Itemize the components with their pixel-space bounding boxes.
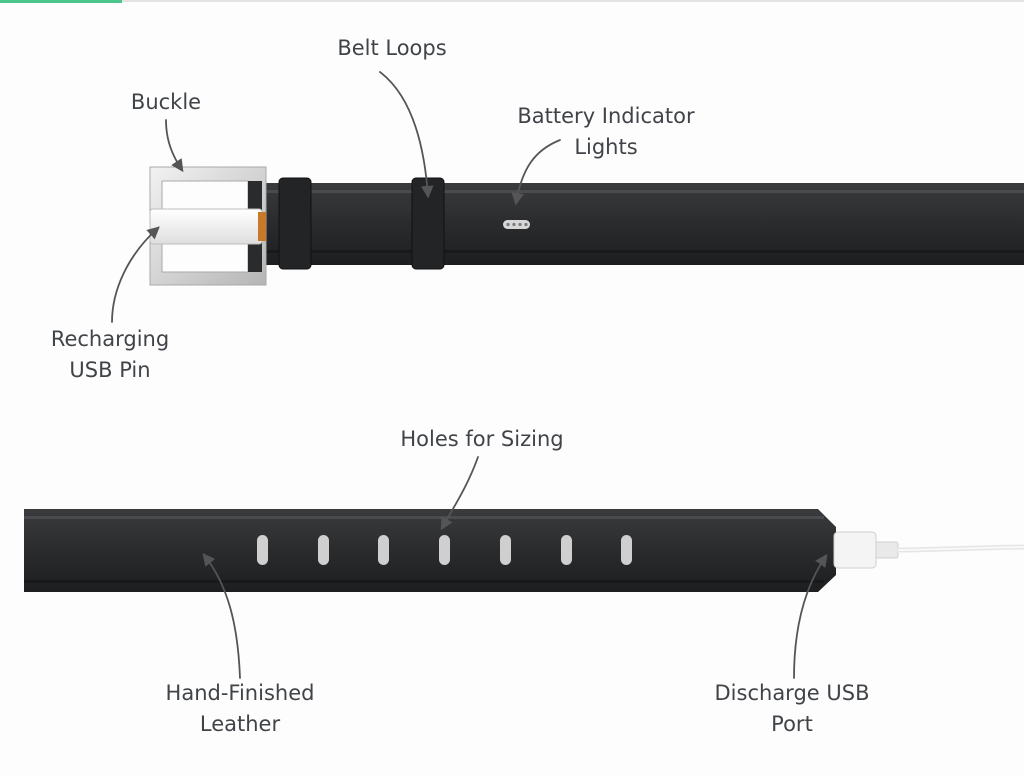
sizing-holes <box>257 535 632 565</box>
arrow-holes-sizing <box>440 456 479 531</box>
label-discharge-line2: Port <box>771 712 813 736</box>
top-belt-strap-shadow <box>258 250 1024 253</box>
label-holes-sizing: Holes for Sizing <box>372 424 592 455</box>
top-divider <box>0 0 1024 2</box>
label-battery-line2: Lights <box>574 135 638 159</box>
label-battery-indicator: Battery Indicator Lights <box>490 101 722 163</box>
label-holes-text: Holes for Sizing <box>400 427 564 451</box>
callout-arrows <box>111 71 828 679</box>
top-belt <box>149 166 1024 286</box>
arrow-buckle <box>165 119 184 173</box>
label-battery-line1: Battery Indicator <box>517 104 695 128</box>
recharging-usb-pin <box>149 208 266 245</box>
label-leather-line1: Hand-Finished <box>165 681 315 705</box>
bottom-belt-strap <box>24 509 836 592</box>
top-belt-strap-highlight <box>258 190 1024 193</box>
sizing-hole <box>500 535 511 565</box>
sizing-hole <box>257 535 268 565</box>
label-leather-line2: Leather <box>199 712 281 736</box>
belt-loop-2 <box>411 177 445 270</box>
label-discharge-line1: Discharge USB <box>714 681 870 705</box>
usb-cable <box>833 531 1024 569</box>
bottom-belt-shadow <box>24 580 824 583</box>
top-accent-bar <box>0 0 122 3</box>
arrow-belt-loops <box>379 71 434 199</box>
battery-indicator-lights <box>503 220 530 229</box>
label-belt-loops: Belt Loops <box>322 33 462 64</box>
belt-loop-1 <box>278 177 312 270</box>
sizing-hole <box>561 535 572 565</box>
arrow-leather <box>202 553 241 679</box>
label-recharging-usb-pin: Recharging USB Pin <box>30 324 190 386</box>
arrow-usb-port <box>793 553 828 679</box>
sizing-hole <box>439 535 450 565</box>
sizing-hole <box>378 535 389 565</box>
sizing-hole <box>621 535 632 565</box>
arrow-battery-lights <box>511 139 561 206</box>
label-buckle-text: Buckle <box>130 90 202 114</box>
label-discharge-usb-port: Discharge USB Port <box>690 678 894 740</box>
label-buckle: Buckle <box>106 87 226 118</box>
bottom-belt <box>24 509 1024 592</box>
label-belt-loops-text: Belt Loops <box>337 36 447 60</box>
label-recharging-line1: Recharging <box>50 327 170 351</box>
bottom-belt-highlight <box>24 516 824 519</box>
sizing-hole <box>318 535 329 565</box>
label-recharging-line2: USB Pin <box>69 358 151 382</box>
label-hand-finished-leather: Hand-Finished Leather <box>140 678 340 740</box>
arrow-recharging-pin <box>111 226 160 323</box>
